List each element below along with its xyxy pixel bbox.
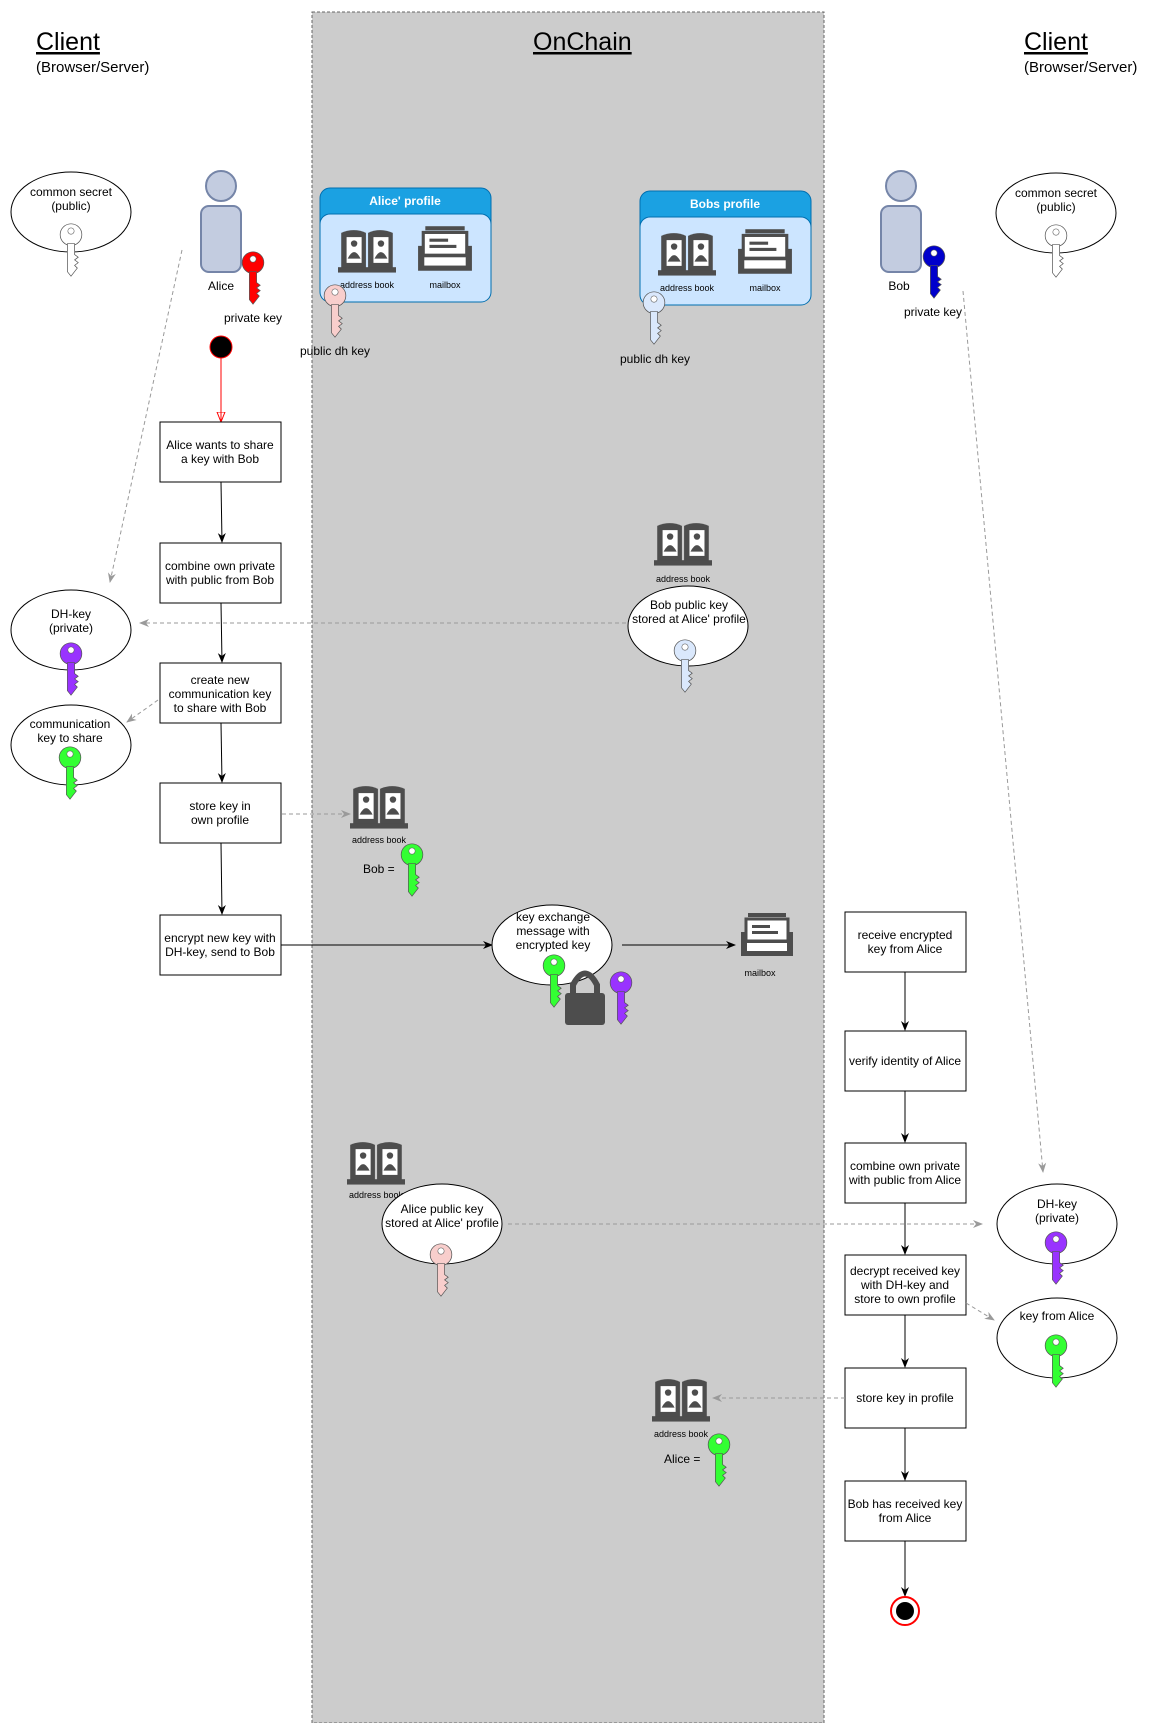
svg-text:decrypt received key: decrypt received key: [850, 1264, 960, 1278]
svg-text:mailbox: mailbox: [749, 283, 781, 293]
svg-text:store to own profile: store to own profile: [854, 1292, 956, 1306]
svg-text:own profile: own profile: [191, 813, 249, 827]
alice-step-2: combine own private with public from Bob: [159, 542, 282, 604]
bob-private-key-label: private key: [904, 305, 962, 319]
svg-text:common secret: common secret: [1015, 186, 1098, 200]
bob-profile-header: Bobs profile: [690, 197, 760, 211]
bob-actor: Bob: [880, 170, 922, 293]
common-secret-right: common secret (public): [995, 172, 1117, 278]
address-book-label: address book: [349, 1190, 404, 1200]
bob-step-4: decrypt received key with DH-key and sto…: [844, 1254, 967, 1316]
bob-public-key-stored: Bob public key stored at Alice' profile: [627, 585, 749, 693]
svg-text:with public from Alice: with public from Alice: [848, 1173, 961, 1187]
alice-step-4: store key in own profile: [159, 782, 282, 844]
alice-step-1: Alice wants to share a key with Bob: [159, 421, 282, 483]
svg-text:to share with Bob: to share with Bob: [174, 701, 267, 715]
key-from-alice: key from Alice: [996, 1297, 1118, 1388]
svg-text:encrypt new key with: encrypt new key with: [164, 931, 275, 945]
address-book-label: address book: [352, 835, 407, 845]
svg-text:from Alice: from Alice: [879, 1511, 932, 1525]
svg-text:store key in profile: store key in profile: [856, 1391, 954, 1405]
alice-profile-header: Alice' profile: [369, 194, 441, 208]
svg-text:address book: address book: [340, 280, 395, 290]
svg-text:mailbox: mailbox: [429, 280, 461, 290]
alice-private-key-icon: [241, 251, 265, 305]
svg-text:store key in: store key in: [189, 799, 250, 813]
svg-text:combine own private: combine own private: [165, 559, 275, 573]
svg-text:DH-key, send to Bob: DH-key, send to Bob: [165, 945, 275, 959]
common-secret-left: common secret (public): [10, 171, 132, 277]
svg-text:DH-key: DH-key: [51, 607, 91, 621]
right-lane-subtitle: (Browser/Server): [1024, 59, 1137, 76]
svg-text:Bob has received key: Bob has received key: [848, 1497, 963, 1511]
communication-key-left: communication key to share: [10, 704, 132, 800]
alice-actor: Alice: [200, 170, 242, 293]
left-lane-subtitle: (Browser/Server): [36, 59, 149, 76]
svg-text:Bob public key: Bob public key: [650, 598, 728, 612]
svg-text:key from Alice: key from Alice: [868, 942, 943, 956]
mailbox-icon: [416, 224, 474, 273]
lock-icon: [565, 970, 605, 1025]
svg-text:a key with Bob: a key with Bob: [181, 452, 259, 466]
svg-text:create new: create new: [191, 673, 250, 687]
svg-text:DH-key: DH-key: [1037, 1197, 1077, 1211]
alice-public-key-stored: Alice public key stored at Alice' profil…: [381, 1183, 503, 1297]
bob-public-dh-label: public dh key: [620, 352, 690, 366]
svg-text:Alice public key: Alice public key: [401, 1202, 484, 1216]
svg-text:combine own private: combine own private: [850, 1159, 960, 1173]
alice-equals-label: Alice =: [664, 1452, 700, 1466]
bob-equals-label: Bob =: [363, 862, 395, 876]
svg-text:verify identity of Alice: verify identity of Alice: [849, 1054, 961, 1068]
svg-text:Alice wants to share: Alice wants to share: [166, 438, 274, 452]
alice-private-key-label: private key: [224, 311, 282, 325]
bob-step-6: Bob has received key from Alice: [844, 1480, 967, 1542]
bob-step-5: store key in profile: [844, 1367, 967, 1429]
mailbox-icon: [736, 227, 794, 276]
alice-label: Alice: [208, 279, 234, 293]
alice-public-dh-label: public dh key: [300, 344, 370, 358]
alice-step-3: create new communication key to share wi…: [159, 662, 282, 724]
mailbox-icon: [739, 911, 795, 958]
left-lane-title: Client: [36, 28, 100, 56]
bob-label: Bob: [888, 279, 910, 293]
alice-step-5: encrypt new key with DH-key, send to Bob: [159, 914, 282, 976]
center-lane-title: OnChain: [533, 28, 632, 56]
svg-text:message with: message with: [516, 924, 589, 938]
right-lane-title: Client: [1024, 28, 1088, 56]
svg-text:address book: address book: [660, 283, 715, 293]
address-book-label: address book: [656, 574, 711, 584]
bob-step-1: receive encrypted key from Alice: [844, 911, 967, 973]
start-node: [209, 335, 233, 359]
svg-text:encrypted key: encrypted key: [516, 938, 591, 952]
svg-text:stored at Alice' profile: stored at Alice' profile: [385, 1216, 499, 1230]
mailbox-label: mailbox: [744, 968, 776, 978]
bob-step-2: verify identity of Alice: [844, 1030, 967, 1092]
svg-text:(public): (public): [1036, 200, 1075, 214]
dh-key-left: DH-key (private): [10, 589, 132, 696]
svg-text:communication key: communication key: [169, 687, 272, 701]
svg-text:receive encrypted: receive encrypted: [858, 928, 953, 942]
svg-text:key from Alice: key from Alice: [1020, 1309, 1095, 1323]
svg-text:common secret: common secret: [30, 185, 113, 199]
svg-text:with public from Bob: with public from Bob: [165, 573, 274, 587]
svg-text:(public): (public): [51, 199, 90, 213]
svg-text:communication: communication: [30, 717, 111, 731]
svg-text:(private): (private): [1035, 1211, 1079, 1225]
address-book-label: address book: [654, 1429, 709, 1439]
dh-key-right: DH-key (private): [996, 1183, 1118, 1285]
svg-text:(private): (private): [49, 621, 93, 635]
bob-profile-card: Bobs profile address book mailbox: [639, 190, 812, 306]
bob-step-3: combine own private with public from Ali…: [844, 1142, 967, 1204]
svg-text:stored at Alice' profile: stored at Alice' profile: [632, 612, 746, 626]
svg-text:key exchange: key exchange: [516, 910, 590, 924]
svg-text:key to share: key to share: [37, 731, 103, 745]
bob-private-key-icon: [922, 245, 946, 299]
key-exchange-message: key exchange message with encrypted key: [491, 904, 613, 986]
svg-text:with DH-key and: with DH-key and: [860, 1278, 949, 1292]
end-node: [890, 1596, 920, 1626]
alice-profile-card: Alice' profile address book mailbox: [319, 187, 492, 303]
